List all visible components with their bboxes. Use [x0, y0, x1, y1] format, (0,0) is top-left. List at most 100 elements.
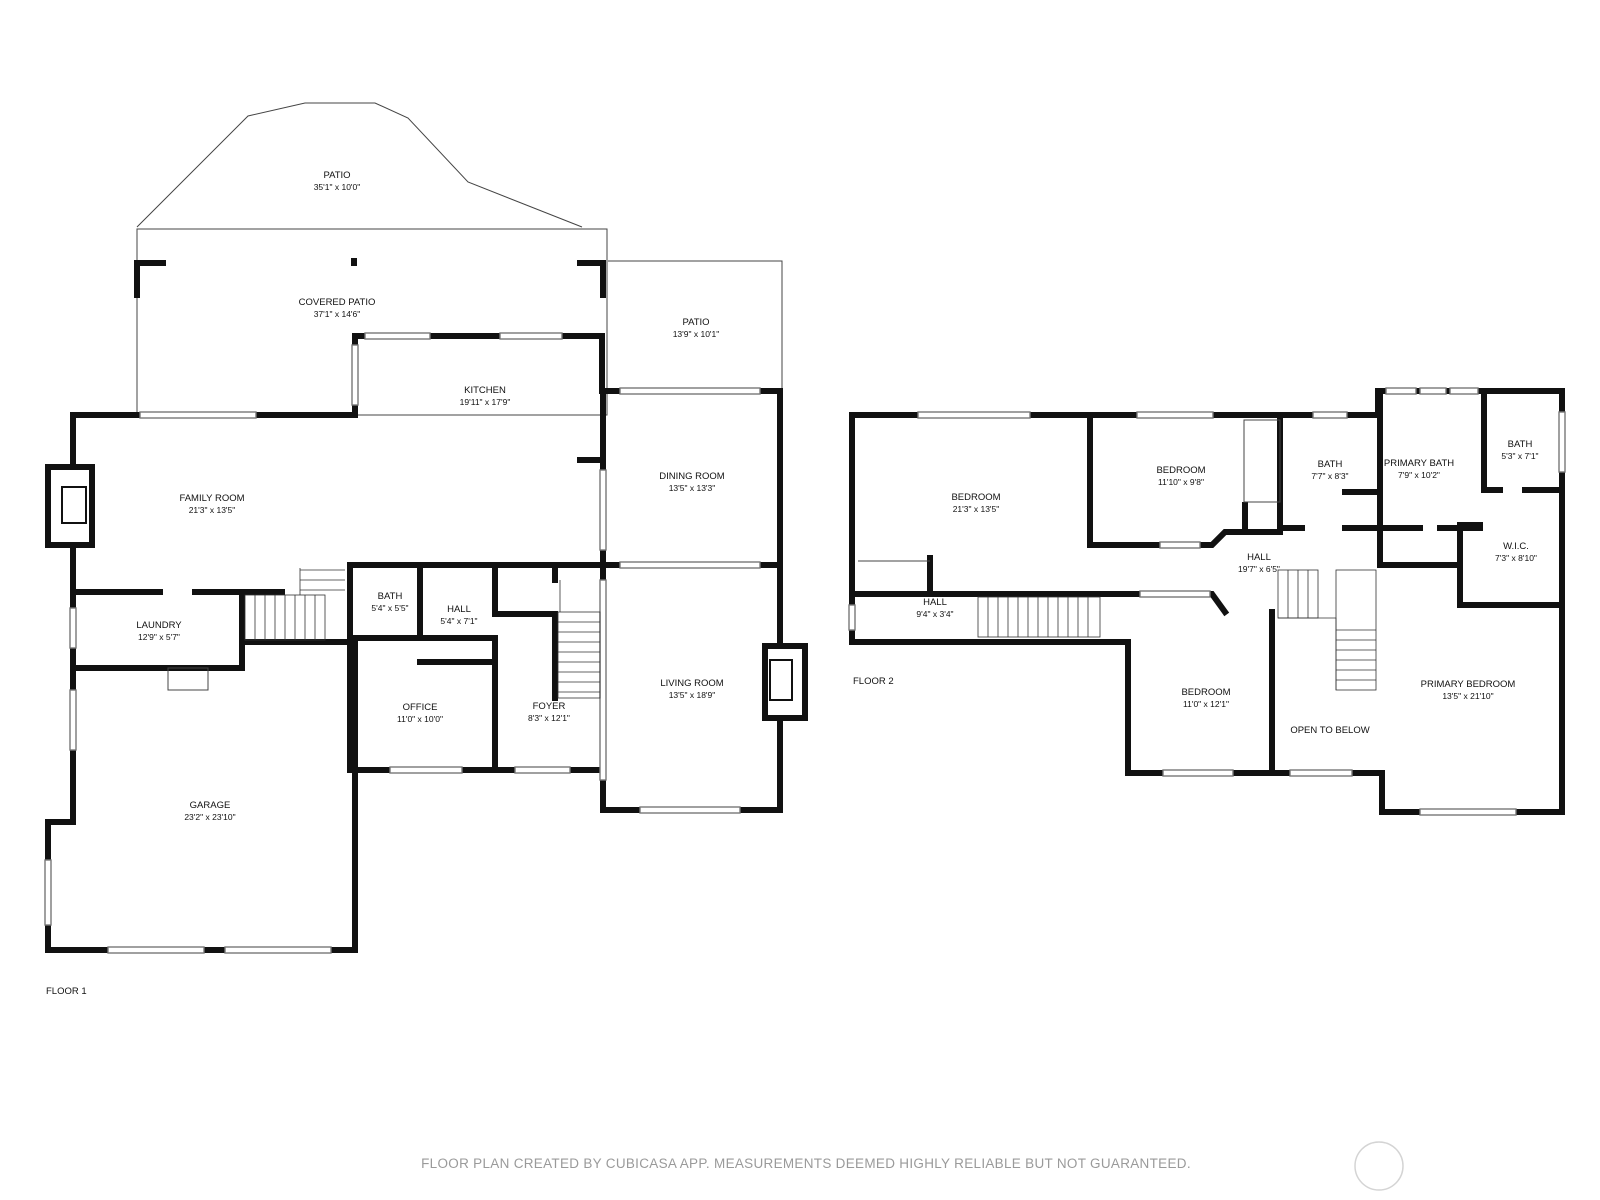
room-labels: PATIO 35'1" x 10'0" COVERED PATIO 37'1" … — [136, 170, 1538, 822]
room-dimensions: 5'4" x 5'5" — [371, 603, 408, 613]
wall-bedroom-a — [849, 412, 1283, 597]
window — [139, 411, 257, 419]
room-name: KITCHEN — [464, 385, 506, 396]
wall-garage-top — [239, 639, 358, 953]
room-dimensions: 7'7" x 8'3" — [1311, 471, 1348, 481]
patio-side-outline — [608, 260, 783, 391]
closet — [1243, 419, 1281, 503]
wall-primary — [1377, 388, 1483, 568]
room-name: PRIMARY BEDROOM — [1421, 679, 1516, 690]
room-name: OFFICE — [403, 702, 438, 713]
wall-dining-living — [600, 388, 783, 813]
room-name: FOYER — [533, 701, 566, 712]
credit-text: FLOOR PLAN CREATED BY CUBICASA APP. MEAS… — [421, 1156, 1191, 1171]
room-dimensions: 13'5" x 13'3" — [669, 483, 716, 493]
room-name: BATH — [1318, 459, 1343, 470]
room-dimensions: 21'3" x 13'5" — [953, 504, 1000, 514]
window — [1419, 808, 1517, 816]
window — [619, 387, 761, 395]
room-dimensions: 11'0" x 12'1" — [1183, 699, 1229, 709]
room-name: BATH — [1508, 439, 1533, 450]
floor-2-plan — [848, 387, 1566, 816]
room-name: COVERED PATIO — [299, 297, 376, 308]
stairs-floor-1-left — [244, 568, 345, 641]
window — [69, 607, 77, 649]
window — [514, 766, 571, 774]
room-name: BEDROOM — [1156, 465, 1205, 476]
window — [1139, 590, 1211, 598]
room-dimensions: 12'9" x 5'7" — [138, 632, 180, 642]
covered-patio-outline — [136, 228, 608, 416]
wall-laundry — [70, 589, 285, 671]
room-name: LAUNDRY — [136, 620, 182, 631]
room-dimensions: 11'10" x 9'8" — [1158, 477, 1204, 487]
covered-patio-post-left — [134, 260, 166, 298]
covered-patio-post-right — [577, 260, 606, 298]
room-dimensions: 7'9" x 10'2" — [1398, 470, 1440, 480]
stairs-floor-1-right — [557, 580, 601, 699]
room-dimensions: 5'3" x 7'1" — [1501, 451, 1538, 461]
room-dimensions: 11'0" x 10'0" — [397, 714, 443, 724]
room-name: DINING ROOM — [659, 471, 725, 482]
room-name: LIVING ROOM — [660, 678, 723, 689]
room-name: BATH — [378, 591, 403, 602]
patio-top-outline — [136, 102, 583, 228]
wall-bath3-wic — [1457, 388, 1565, 608]
window — [639, 806, 741, 814]
window — [1385, 387, 1417, 395]
room-dimensions: 19'11" x 17'9" — [460, 397, 511, 407]
room-dimensions: 13'5" x 21'10" — [1442, 691, 1493, 701]
window — [351, 344, 359, 406]
window — [69, 689, 77, 751]
stairs-floor-2-left — [977, 596, 1101, 638]
room-name: HALL — [1247, 552, 1271, 563]
window — [44, 859, 52, 926]
room-name: BEDROOM — [1181, 687, 1230, 698]
room-dimensions: 5'4" x 7'1" — [440, 616, 477, 626]
floor-1-plan — [44, 102, 808, 954]
room-name: PATIO — [323, 170, 350, 181]
window — [224, 946, 332, 954]
house-walls-floor2 — [849, 388, 1565, 815]
wall-central-block — [347, 562, 606, 773]
window — [1159, 541, 1201, 549]
room-dimensions: 13'5" x 18'9" — [669, 690, 716, 700]
room-dimensions: 7'3" x 8'10" — [1495, 553, 1537, 563]
window — [917, 411, 1031, 419]
window — [1419, 387, 1447, 395]
window — [364, 332, 431, 340]
window — [1312, 411, 1348, 419]
window — [599, 579, 607, 781]
floor-2-label: FLOOR 2 — [853, 676, 894, 687]
stairs-floor-2-right — [1277, 569, 1377, 691]
fireplace-family-insert — [61, 486, 87, 524]
window — [848, 604, 856, 631]
window — [389, 766, 463, 774]
house-walls-main — [45, 333, 783, 953]
covered-patio-post — [351, 258, 357, 266]
room-name: BEDROOM — [951, 492, 1000, 503]
fireplace-living-insert — [769, 659, 793, 701]
room-dimensions: 37'1" x 14'6" — [314, 309, 361, 319]
room-dimensions: 21'3" x 13'5" — [189, 505, 236, 515]
window — [1289, 769, 1353, 777]
window — [1558, 411, 1566, 473]
room-name: PRIMARY BATH — [1384, 458, 1454, 469]
window — [599, 469, 607, 551]
window — [107, 946, 205, 954]
window — [1449, 387, 1479, 395]
wall-bath2 — [1277, 489, 1383, 531]
room-dimensions: 9'4" x 3'4" — [916, 609, 953, 619]
window — [499, 332, 563, 340]
room-name: PATIO — [682, 317, 709, 328]
laundry-door-step — [167, 667, 209, 691]
room-dimensions: 35'1" x 10'0" — [314, 182, 361, 192]
room-name: OPEN TO BELOW — [1290, 725, 1369, 736]
window — [1162, 769, 1234, 777]
window — [619, 561, 761, 569]
room-dimensions: 23'2" x 23'10" — [184, 812, 235, 822]
room-dimensions: 8'3" x 12'1" — [528, 713, 570, 723]
room-dimensions: 19'7" x 6'5" — [1238, 564, 1280, 574]
room-name: FAMILY ROOM — [179, 493, 244, 504]
